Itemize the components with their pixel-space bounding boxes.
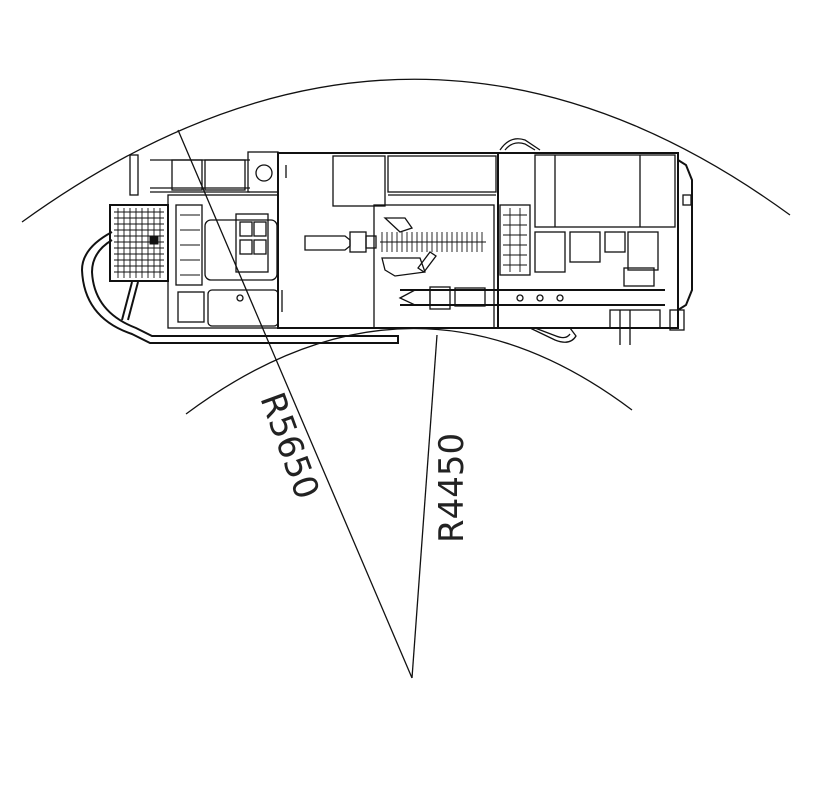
inner-radius-label: R4450 — [432, 433, 472, 543]
spring-coil — [380, 232, 486, 252]
drill-rotation-unit — [373, 204, 495, 329]
track-lower — [529, 327, 577, 343]
rear-post — [129, 154, 139, 196]
operator-cab — [497, 152, 679, 329]
radiator-block — [109, 204, 169, 282]
outer-radius-label: R5650 — [252, 387, 327, 504]
track-upper — [499, 138, 541, 151]
front-bumper — [677, 159, 693, 311]
outer-turning-arc — [21, 78, 791, 223]
rod-rack — [499, 204, 531, 276]
rear-cable-guide — [80, 231, 399, 344]
outer-radius-line — [177, 129, 413, 679]
fuel-cap-housing — [247, 151, 279, 193]
machine-plan-view — [80, 138, 693, 345]
fuel-cap-icon — [255, 164, 273, 182]
radiator-grille — [114, 208, 164, 278]
inner-radius-line — [411, 334, 438, 679]
